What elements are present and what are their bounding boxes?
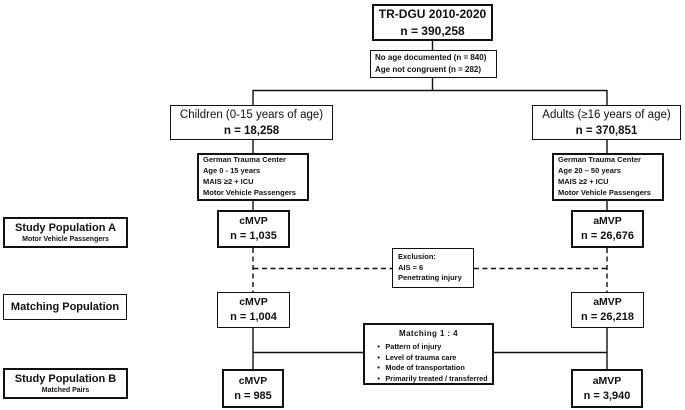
node-trdgu-title: TR-DGU 2010-2020 [378, 6, 487, 21]
study-a-sublabel: Motor Vehicle Passengers [22, 236, 109, 243]
amvp-matching-title: aMVP [593, 296, 622, 308]
node-children-n: n = 18,258 [223, 124, 280, 137]
criteria-adults-line3: MAIS ≥2 + ICU [558, 177, 609, 186]
cmvp-matching-n: n = 1,004 [230, 311, 277, 323]
amvp-a-n: n = 26,676 [581, 230, 634, 242]
matching-label: Matching Population [10, 301, 120, 313]
matching-criteria-list: Pattern of injury Level of trauma care M… [369, 342, 487, 384]
cmvp-b-title: cMVP [238, 374, 268, 387]
exclusion-title: Exclusion: [398, 251, 436, 261]
matching-criteria-item: Mode of transportation [377, 363, 487, 374]
node-children-title: Children (0-15 years of age) [179, 108, 324, 121]
matching-criteria-title: Matching 1 : 4 [399, 329, 458, 338]
matching-criteria-item: Level of trauma care [377, 353, 487, 364]
criteria-children-line4: Motor Vehicle Passengers [203, 187, 296, 197]
node-adults-title: Adults (≥16 years of age) [542, 108, 671, 121]
amvp-matching-n: n = 26,218 [581, 311, 634, 323]
cmvp-matching-title: cMVP [239, 296, 268, 308]
row-label-study-population-a: Study Population A Motor Vehicle Passeng… [3, 217, 128, 248]
node-adults-n: n = 370,851 [575, 124, 638, 137]
node-age-exclusion: No age documented (n = 840) Age not cong… [370, 50, 497, 78]
node-matching-criteria: Matching 1 : 4 Pattern of injury Level o… [363, 323, 494, 385]
exclusion-line1: AIS = 6 [398, 262, 424, 272]
node-criteria-adults: German Trauma Center Age 20 – 50 years M… [552, 153, 664, 201]
node-cmvp-b: cMVP n = 985 [222, 369, 284, 408]
node-criteria-children: German Trauma Center Age 0 - 15 years MA… [197, 153, 309, 201]
node-amvp-b: aMVP n = 3,940 [571, 369, 643, 408]
cmvp-a-n: n = 1,035 [230, 230, 277, 242]
criteria-adults-line2: Age 20 – 50 years [558, 166, 621, 176]
criteria-children-line1: German Trauma Center [203, 155, 286, 165]
criteria-children-line2: Age 0 - 15 years [203, 166, 261, 176]
study-b-sublabel: Matched Pairs [41, 387, 90, 394]
study-b-label: Study Population B [14, 373, 117, 385]
matching-criteria-item: Pattern of injury [377, 342, 487, 353]
node-amvp-matching: aMVP n = 26,218 [571, 292, 644, 328]
node-children: Children (0-15 years of age) n = 18,258 [170, 105, 333, 140]
matching-criteria-item: Primarily treated / transferred [377, 374, 487, 385]
cmvp-a-title: cMVP [239, 215, 268, 227]
criteria-adults-line4: Motor Vehicle Passengers [558, 187, 651, 197]
node-amvp-a: aMVP n = 26,676 [571, 210, 644, 248]
age-exclusion-line1: No age documented (n = 840) [375, 52, 487, 62]
amvp-a-title: aMVP [593, 215, 622, 227]
cmvp-b-n: n = 985 [234, 389, 272, 402]
node-cmvp-matching: cMVP n = 1,004 [217, 292, 290, 328]
exclusion-line2: Penetrating injury [398, 273, 462, 283]
row-label-study-population-b: Study Population B Matched Pairs [3, 368, 128, 399]
amvp-b-n: n = 3,940 [583, 389, 631, 402]
node-cmvp-a: cMVP n = 1,035 [217, 210, 290, 248]
node-exclusion: Exclusion: AIS = 6 Penetrating injury [392, 248, 474, 288]
node-trdgu: TR-DGU 2010-2020 n = 390,258 [372, 4, 493, 41]
node-trdgu-n: n = 390,258 [400, 23, 465, 38]
amvp-b-title: aMVP [592, 374, 622, 387]
criteria-children-line3: MAIS ≥2 + ICU [203, 177, 254, 186]
node-adults: Adults (≥16 years of age) n = 370,851 [532, 105, 681, 140]
age-exclusion-line2: Age not congruent (n = 282) [375, 65, 482, 74]
row-label-matching-population: Matching Population [3, 294, 127, 320]
criteria-adults-line1: German Trauma Center [558, 155, 641, 165]
study-a-label: Study Population A [14, 222, 117, 234]
